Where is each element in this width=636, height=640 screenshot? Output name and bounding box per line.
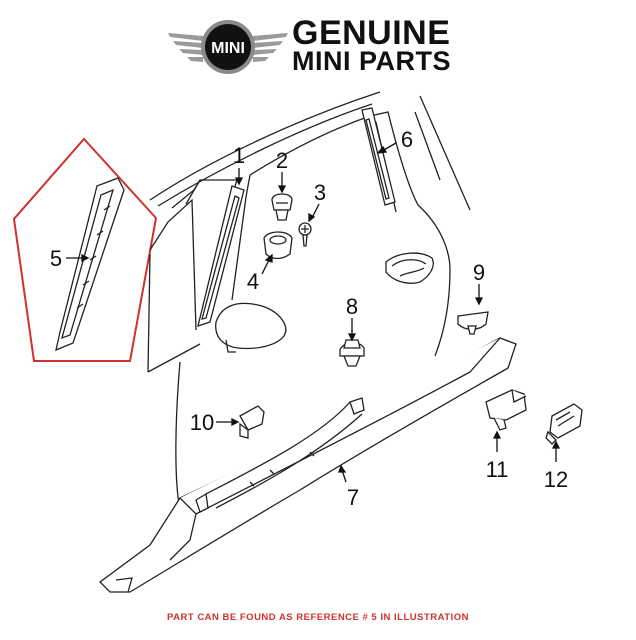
- mini-logo-left-wing: [168, 33, 203, 62]
- reference-note: PART CAN BE FOUND AS REFERENCE # 5 IN IL…: [167, 612, 469, 623]
- callout-4: 4: [247, 269, 259, 294]
- callout-6: 6: [401, 127, 413, 152]
- callout-8: 8: [346, 294, 358, 319]
- part-10-clip: [239, 405, 265, 439]
- mini-logo-text: MINI: [211, 40, 245, 57]
- callout-7: 7: [347, 485, 359, 510]
- leader-lines: [66, 142, 561, 483]
- part-12-clip: [545, 403, 583, 445]
- callout-1: 1: [233, 143, 245, 168]
- part-3-screw: [298, 222, 312, 247]
- brand-title-line-1: GENUINE: [292, 14, 451, 52]
- mini-logo-badge: [205, 24, 251, 70]
- part-5-highlight-outline: [12, 137, 158, 362]
- callout-10: 10: [190, 410, 214, 435]
- callout-12: 12: [544, 467, 568, 492]
- callout-3: 3: [314, 180, 326, 205]
- callout-2: 2: [276, 148, 288, 173]
- part-9-clip: [457, 311, 489, 335]
- mini-logo-right-wing: [253, 33, 288, 62]
- mini-logo: MINI: [168, 20, 288, 74]
- part-4-grommet: [263, 231, 293, 260]
- part-11-bracket: [485, 389, 527, 431]
- part-5-pillar-trim: [55, 177, 125, 352]
- part-7-sill-panel: [99, 337, 517, 593]
- callout-5: 5: [50, 246, 62, 271]
- brand-title-line-2: MINI PARTS: [292, 46, 451, 76]
- vehicle-body-outline: [147, 91, 471, 511]
- callout-9: 9: [473, 260, 485, 285]
- part-8-clip: [339, 339, 365, 367]
- callout-11: 11: [486, 457, 509, 482]
- part-2-clip: [271, 193, 293, 221]
